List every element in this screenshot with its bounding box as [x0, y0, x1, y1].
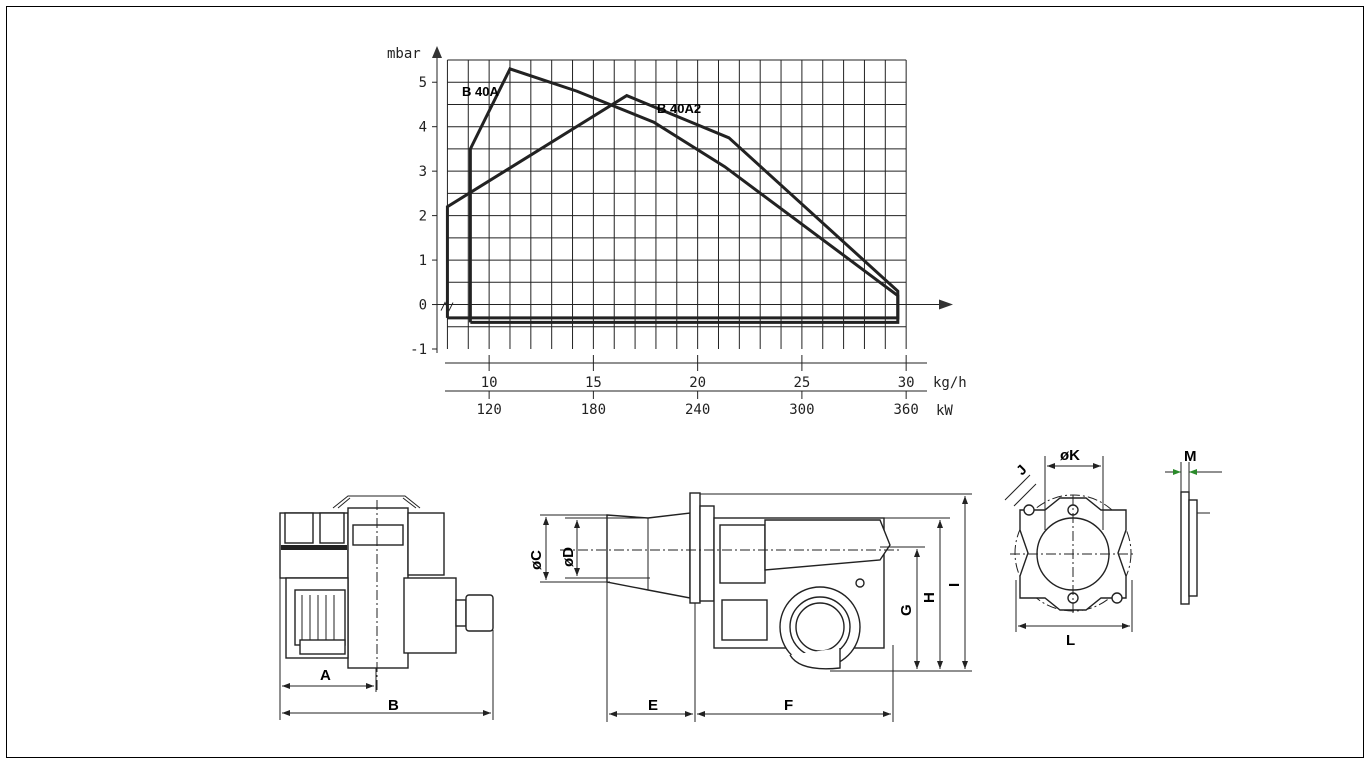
- x-tick-label-secondary: 300: [789, 402, 814, 418]
- y-tick-label: 4: [419, 120, 427, 136]
- dimension-f-label: F: [784, 697, 793, 714]
- y-axis-label: mbar: [387, 46, 421, 62]
- dimension-i-label: I: [946, 583, 963, 587]
- chart-grid: [446, 59, 907, 349]
- dimension-d-label: øD: [560, 547, 577, 567]
- series-line-b40a2: [445, 93, 900, 320]
- x-tick-label-primary: 15: [585, 375, 602, 391]
- flange-front-view: øK L J: [1004, 447, 1136, 649]
- x-tick-label-primary: 20: [689, 375, 706, 391]
- y-tick-label: 0: [419, 298, 427, 314]
- y-tick-label: 5: [419, 75, 427, 91]
- gasket-side-view: M: [1165, 448, 1222, 605]
- x-axis-unit-primary: kg/h: [933, 375, 967, 391]
- x-tick-label-secondary: 180: [581, 402, 606, 418]
- x-axis-arrow: [939, 299, 953, 310]
- x-axis-unit-secondary: kW: [936, 403, 953, 419]
- dimension-l-label: L: [1066, 632, 1075, 649]
- series-label-b40a2: B 40A2: [657, 101, 701, 116]
- dimension-k-label: øK: [1060, 447, 1080, 464]
- x-tick-label-primary: 25: [793, 375, 810, 391]
- x-tick-label-secondary: 240: [685, 402, 710, 418]
- x-tick-label-primary: 10: [481, 375, 498, 391]
- dimension-h-label: H: [921, 592, 938, 603]
- y-tick-label: 1: [419, 253, 427, 269]
- x-tick-label-secondary: 120: [476, 402, 501, 418]
- burner-side-view: A B: [279, 495, 494, 720]
- series-label-b40a: B 40A: [462, 84, 499, 99]
- y-axis-arrow: [432, 46, 442, 58]
- x-tick-label-primary: 30: [898, 375, 915, 391]
- chart-axes: [432, 46, 953, 399]
- dimension-j-label: J: [1013, 461, 1030, 478]
- dimension-c-label: øC: [528, 550, 545, 570]
- chart-series: [445, 67, 900, 324]
- x-tick-label-secondary: 360: [894, 402, 919, 418]
- y-tick-label: -1: [410, 342, 427, 358]
- dimension-b-label: B: [388, 697, 399, 714]
- dimension-e-label: E: [648, 697, 658, 714]
- burner-front-view: øC øD E F G H I: [528, 492, 972, 722]
- dimension-m-label: M: [1184, 448, 1197, 465]
- page-border: [6, 6, 1364, 758]
- y-tick-label: 3: [419, 164, 427, 180]
- y-tick-label: 2: [419, 209, 427, 225]
- dimension-a-label: A: [320, 667, 331, 684]
- dimension-g-label: G: [898, 604, 915, 616]
